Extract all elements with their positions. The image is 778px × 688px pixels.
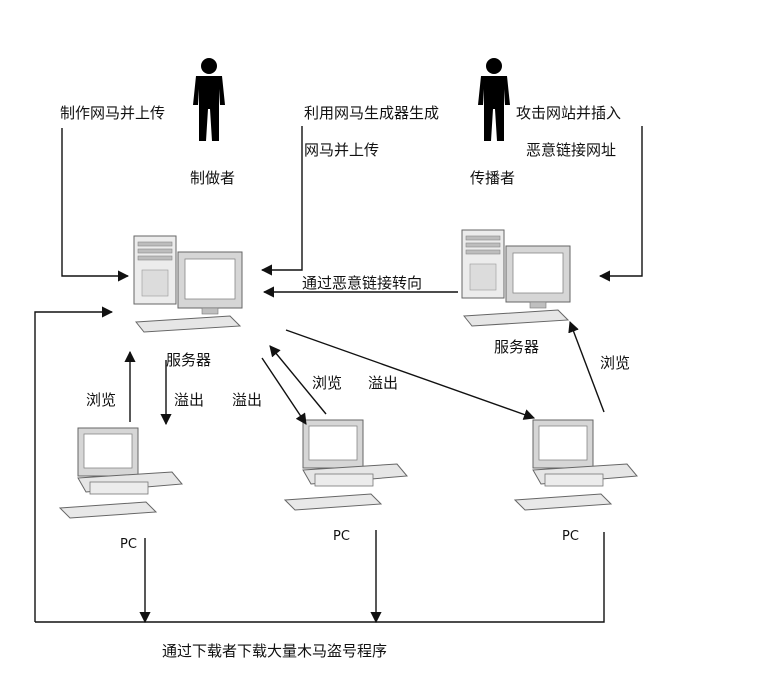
pc2-caption: PC xyxy=(333,529,350,544)
maker-upload-arrow xyxy=(61,128,130,282)
main-server-computer-icon xyxy=(133,235,243,333)
redirect-label: 通过恶意链接转向 xyxy=(302,274,422,292)
main-server-caption: 服务器 xyxy=(166,351,211,369)
download-label: 通过下载者下载大量木马盗号程序 xyxy=(162,642,387,660)
pc3-caption: PC xyxy=(562,529,579,544)
maker-person-icon xyxy=(193,58,225,141)
hacked-server-computer-icon xyxy=(461,229,571,327)
pc3-overflow-arrow xyxy=(285,329,536,420)
spreader-insert-link-arrow xyxy=(598,126,643,282)
spreader-caption: 传播者 xyxy=(470,169,515,187)
pc1-caption: PC xyxy=(120,537,137,552)
pc2-browse-label: 浏览 xyxy=(312,374,342,392)
spreader-link-label: 恶意链接网址 xyxy=(526,141,616,159)
pc3-browse-arrow xyxy=(568,320,605,413)
spreader-person-icon xyxy=(478,58,510,141)
pc2-overflow-arrow xyxy=(261,357,307,425)
spreader-upload-arrow xyxy=(260,126,303,276)
pc2-browse-arrow xyxy=(269,345,327,415)
spreader-attack-label: 攻击网站并插入 xyxy=(516,104,621,122)
maker-caption: 制做者 xyxy=(190,169,235,187)
spreader-generate-label: 利用网马生成器生成 xyxy=(304,104,439,122)
pc1-computer-icon xyxy=(59,427,183,519)
pc1-overflow-label: 溢出 xyxy=(174,391,204,409)
pc3-browse-label: 浏览 xyxy=(600,354,630,372)
pc3-computer-icon xyxy=(514,419,638,511)
hacked-server-caption: 服务器 xyxy=(494,338,539,356)
pc3-overflow-label: 溢出 xyxy=(368,374,398,392)
maker-upload-label: 制作网马并上传 xyxy=(60,104,165,122)
pc2-overflow-label: 溢出 xyxy=(232,391,262,409)
spreader-upload-label: 网马并上传 xyxy=(304,141,379,159)
pc1-browse-label: 浏览 xyxy=(86,391,116,409)
pc2-computer-icon xyxy=(284,419,408,511)
feedback-arrow xyxy=(34,306,114,622)
download-bus-line xyxy=(35,532,605,623)
